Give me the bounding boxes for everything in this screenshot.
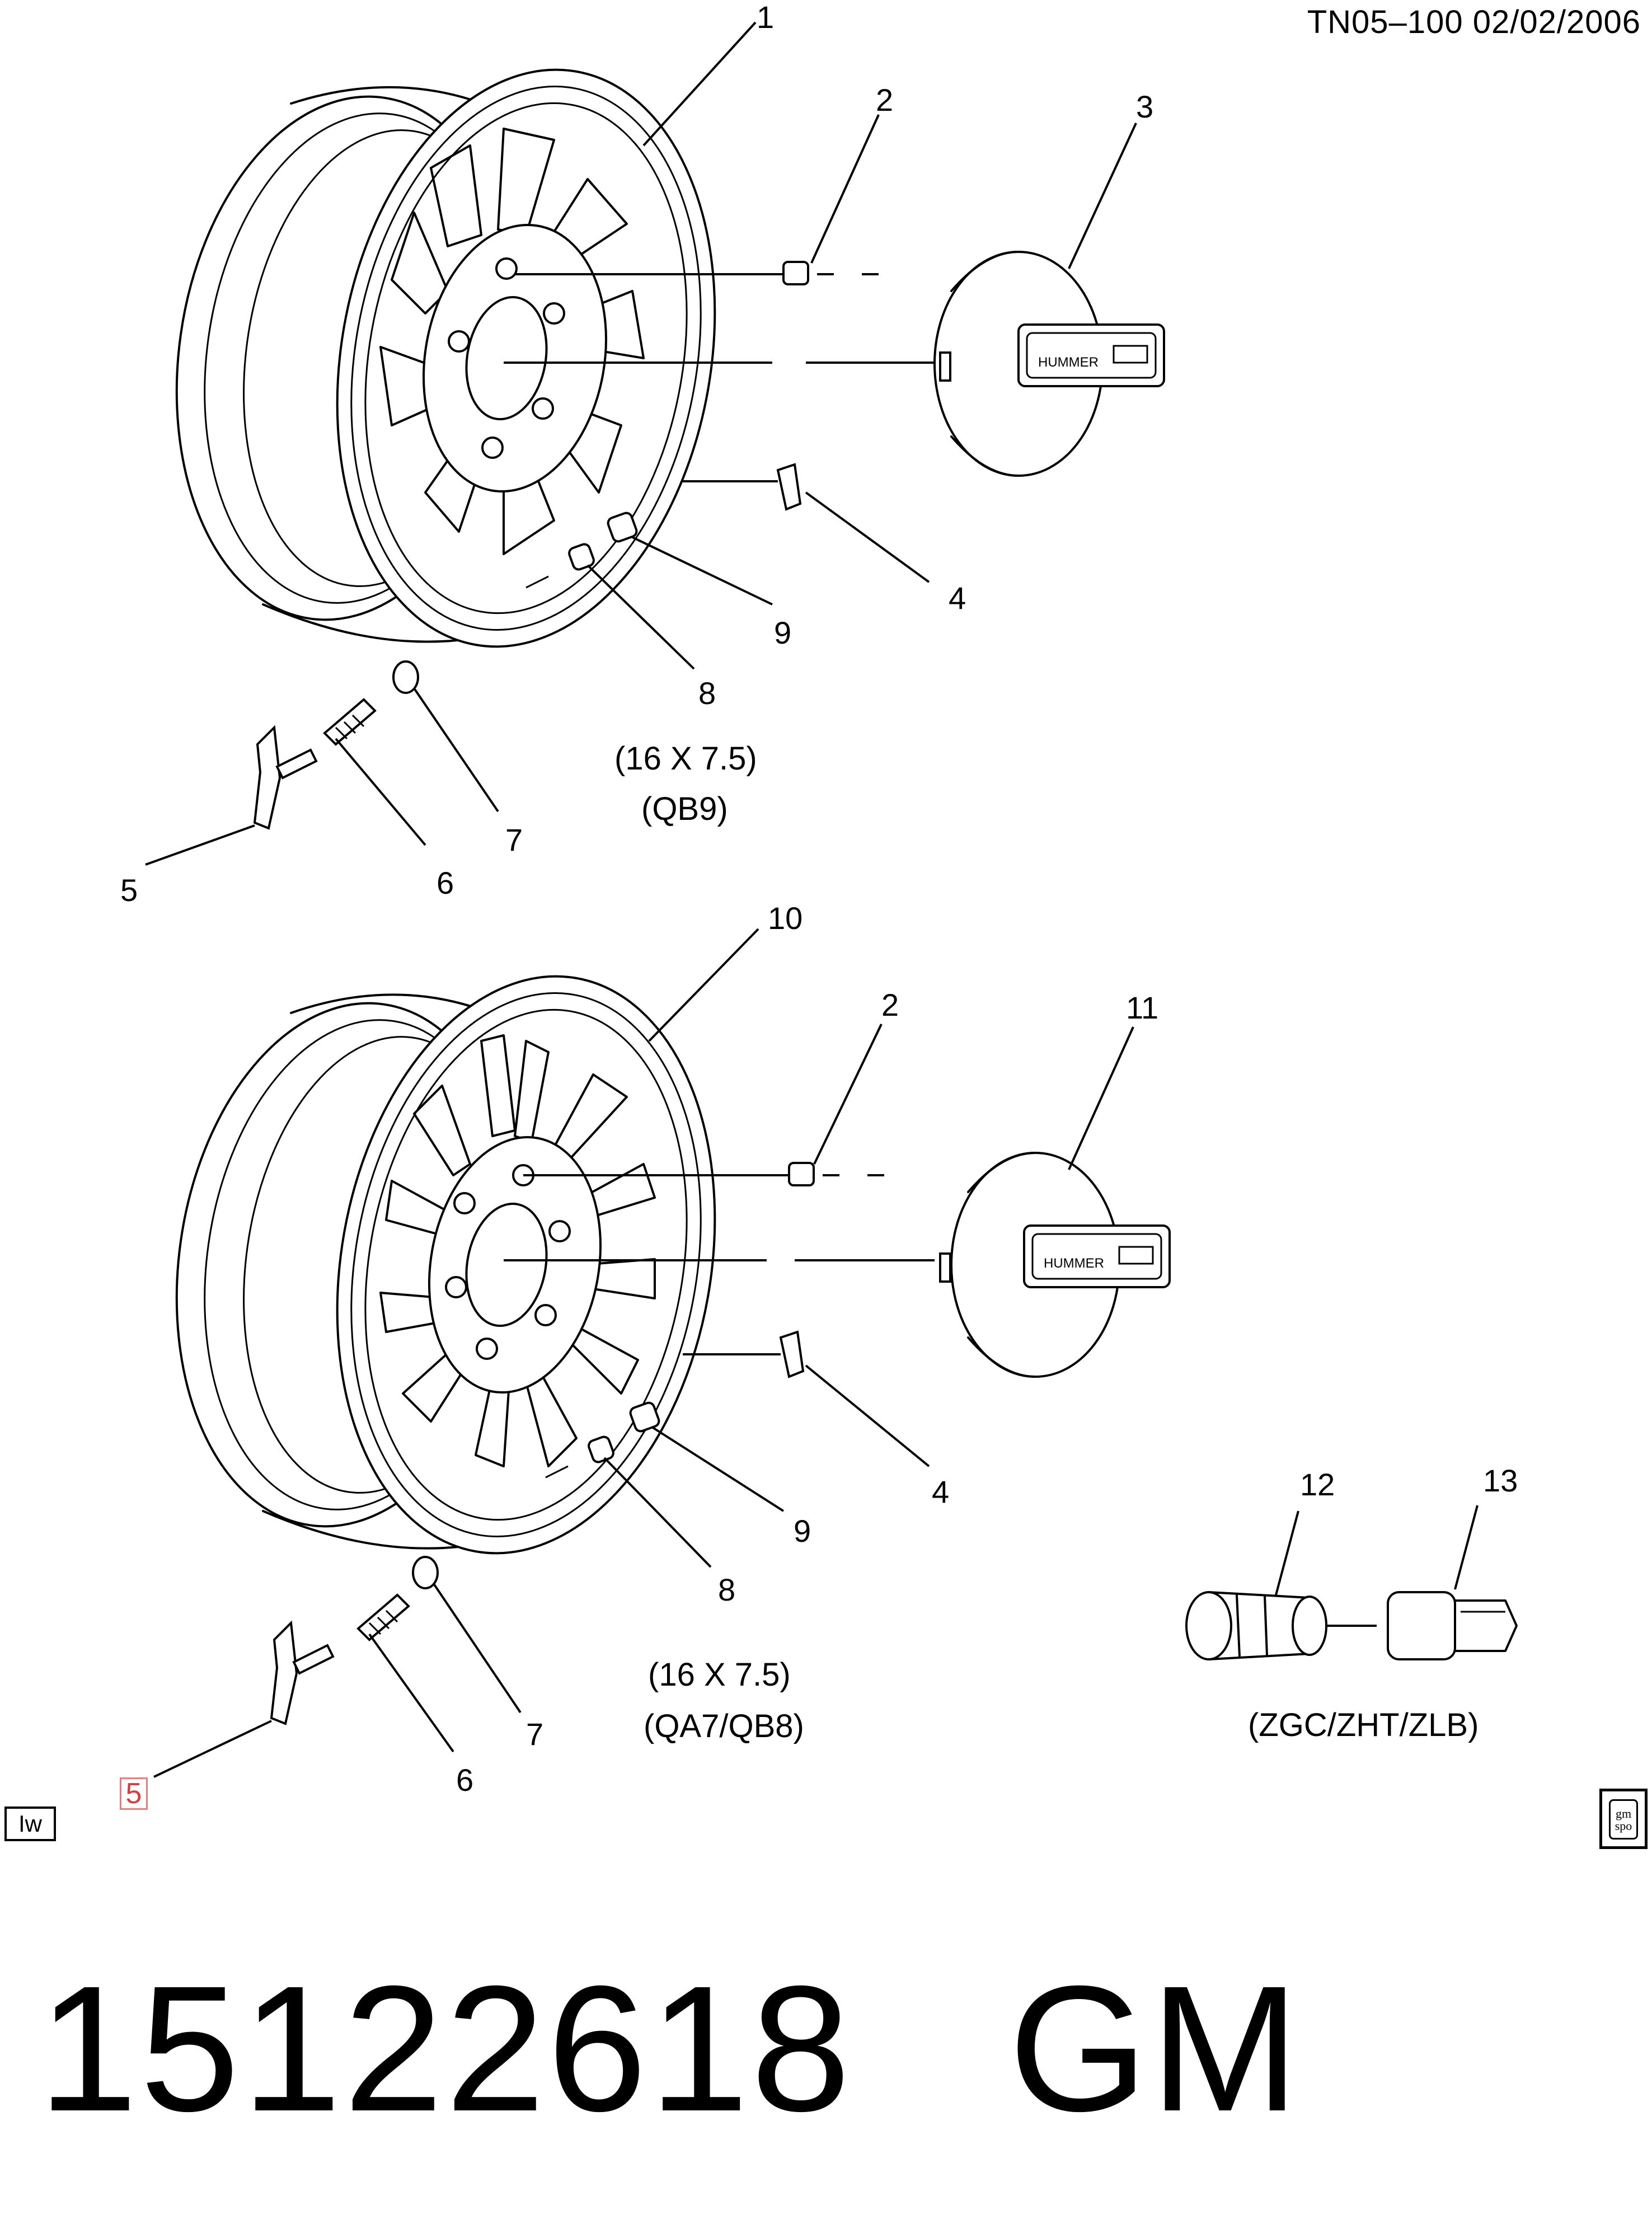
callout-6-upper: 6 [437,865,454,900]
lower-wheel [175,975,716,1555]
callout-2-upper: 2 [876,82,893,118]
lower-balance-weight [779,1330,805,1378]
lower-option-code: (QA7/QB8) [644,1708,804,1744]
upper-tpms-sensor [253,725,318,830]
lower-cap-logo: HUMMER [1044,1256,1104,1271]
callout-9-upper: 9 [774,615,791,650]
diagram-reference-date: TN05–100 02/02/2006 [1307,4,1641,40]
lower-grommet [412,1556,439,1589]
lower-valve-stem [356,1593,410,1641]
upper-option-code: (QB9) [641,791,728,827]
callout-13: 13 [1483,1463,1518,1498]
callout-3: 3 [1136,89,1153,124]
upper-wheel-size: (16 X 7.5) [614,740,757,777]
callout-9-lower: 9 [794,1513,811,1549]
callout-4-lower: 4 [932,1474,949,1509]
gm-spo-logo: gm spo [1599,1789,1648,1849]
callout-8-upper: 8 [698,675,716,711]
callout-12: 12 [1300,1467,1335,1502]
spo-logo-top-text: gm [1615,1807,1632,1821]
upper-cap-logo: HUMMER [1038,355,1099,370]
callout-10: 10 [768,900,802,936]
gm-spo-logo-inner: gm spo [1609,1799,1638,1840]
lock-nut-option-code: (ZGC/ZHT/ZLB) [1248,1707,1479,1743]
callout-4-upper: 4 [949,580,966,616]
wheel-lock-key [1387,1591,1518,1660]
upper-lug-nut [782,261,879,285]
callout-1: 1 [757,0,774,35]
callout-6-lower: 6 [456,1762,473,1798]
part-number: 15122618 GM [38,1948,1302,2148]
callout-11: 11 [1126,990,1158,1025]
iw-label-box: Iw [4,1807,56,1841]
lower-wheel-size: (16 X 7.5) [648,1657,791,1693]
upper-balance-weight [776,463,802,511]
callout-5-upper: 5 [120,872,138,908]
callout-8-lower: 8 [718,1572,735,1607]
lower-lug-nut [788,1162,884,1186]
callout-7-upper: 7 [505,822,523,857]
upper-wheel [175,68,716,648]
callout-5-lower-highlighted[interactable]: 5 [120,1777,148,1810]
upper-grommet [392,660,419,694]
callout-2-lower: 2 [881,987,899,1022]
callout-7-lower: 7 [526,1716,543,1752]
wheel-lock-nut [1185,1591,1327,1660]
lower-tpms-sensor [270,1620,335,1725]
spo-logo-bottom-text: spo [1615,1819,1632,1833]
lower-center-cap [939,1152,1171,1378]
upper-valve-stem [323,698,377,746]
upper-center-cap [933,251,1165,477]
